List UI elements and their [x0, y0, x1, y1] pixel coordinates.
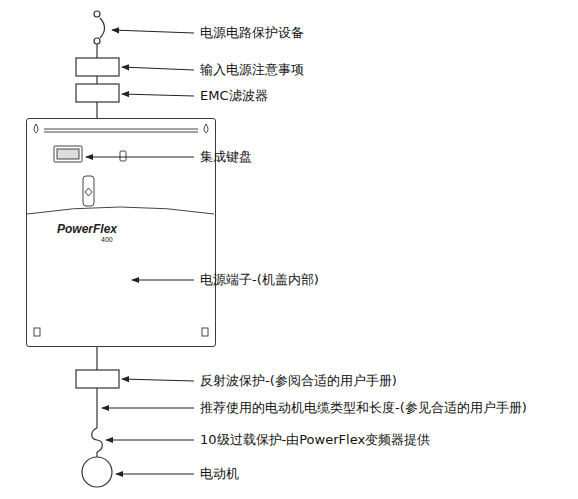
leader-arrow	[106, 440, 194, 441]
leader-arrow	[86, 157, 194, 158]
breaker-arc	[100, 18, 105, 38]
model-number: 400	[101, 236, 215, 244]
keypad-diamond	[85, 188, 92, 196]
drive-housing: PowerFlex400	[26, 118, 216, 347]
callout-label: 10级过载保护-由PowerFlex变频器提供	[200, 431, 430, 449]
leader-arrow	[122, 67, 194, 70]
callout-label: 电动机	[200, 465, 239, 483]
wire	[96, 102, 97, 118]
wire	[96, 44, 97, 58]
callout-label: 推荐使用的电动机电缆类型和长度-(参见合适的用户手册)	[200, 399, 527, 417]
mount-hole	[204, 124, 208, 133]
callout-label: 电源电路保护设备	[200, 24, 304, 42]
callout-label: 集成键盘	[200, 148, 252, 166]
leader-arrow	[112, 30, 194, 33]
callout-label: EMC滤波器	[200, 87, 268, 105]
leader-arrow	[102, 408, 194, 409]
leader-arrow	[122, 379, 194, 381]
leader-arrow	[116, 474, 194, 475]
mount-slot	[202, 328, 208, 336]
breaker-contact	[94, 11, 100, 17]
cover-seam	[27, 207, 214, 214]
overload-symbol	[92, 428, 103, 452]
wire	[96, 452, 97, 457]
callout-label: 反射波保护-(参阅合适的用户手册)	[200, 372, 397, 390]
breaker-contact	[94, 38, 100, 44]
display-window	[57, 149, 79, 159]
brand-logo: PowerFlex	[57, 223, 215, 236]
motor-circle	[82, 457, 112, 487]
mount-hole	[34, 124, 38, 133]
motor-cable	[96, 388, 97, 428]
callout-label: 输入电源注意事项	[200, 61, 304, 79]
emc-filter-box	[76, 84, 119, 102]
keypad-dial	[83, 176, 94, 206]
power-wiring	[76, 11, 119, 487]
mount-slot	[34, 328, 40, 336]
leader-arrow	[132, 280, 194, 281]
callout-label: 电源端子-(机盖内部)	[200, 271, 319, 289]
wire	[96, 347, 97, 370]
wire	[96, 76, 97, 84]
vent-slot	[44, 132, 198, 133]
keypad-button	[120, 151, 126, 161]
input-power-box	[76, 58, 119, 76]
drive-details	[27, 124, 214, 336]
vent-slot	[44, 129, 198, 130]
keypad-display	[54, 146, 82, 162]
leader-arrow	[122, 94, 194, 96]
reflected-wave-box	[76, 370, 119, 388]
leader-arrows	[86, 30, 194, 474]
